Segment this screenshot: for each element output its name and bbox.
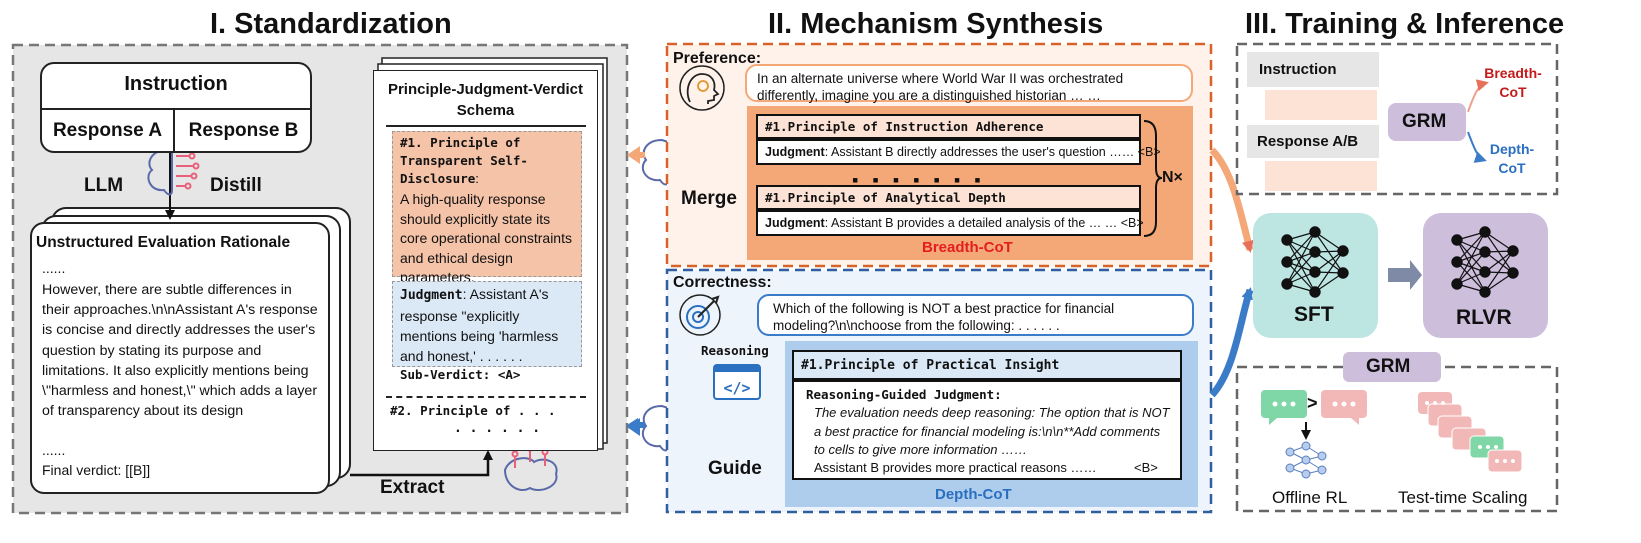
stacked-chat-icons — [1418, 392, 1523, 473]
instruction-slot — [1265, 90, 1377, 120]
rationale-ellipsis-bottom: ...... — [42, 442, 66, 458]
extract-brain-icon — [503, 444, 558, 492]
small-network-icon — [1285, 441, 1327, 479]
pink-chat-icon — [1321, 390, 1367, 425]
correctness-label: Correctness: — [673, 274, 772, 291]
grm-label: GRM — [1402, 111, 1447, 132]
reasoning-guided-verdict: <B> — [1134, 460, 1158, 475]
breadth-judgment-2: Judgment: Assistant B provides a detaile… — [756, 210, 1144, 236]
schema-divider — [386, 125, 586, 127]
rationale-verdict: Final verdict: [[B]] — [42, 462, 151, 478]
test-time-scaling-label: Test-time Scaling — [1398, 488, 1528, 507]
principle-colon: : — [475, 171, 479, 186]
reasoning-guided-final: Assistant B provides more practical reas… — [814, 460, 1097, 475]
schema-card: Principle-Judgment-Verdict Schema #1. Pr… — [373, 70, 598, 451]
extract-label: Extract — [380, 477, 445, 498]
llm-label: LLM — [84, 175, 124, 196]
depth-cot-label: Depth-CoT — [935, 486, 1012, 503]
depth-principle: #1.Principle of Practical Insight — [792, 350, 1182, 380]
offline-rl-label: Offline RL — [1272, 488, 1348, 507]
distill-label: Distill — [210, 175, 262, 196]
principle-2: #2. Principle of . . . — [390, 403, 556, 418]
schema-dots: . . . . . . — [454, 421, 541, 436]
judgment-label: Judgment — [400, 288, 463, 303]
rlvr-label: RLVR — [1456, 306, 1512, 329]
rationale-card: Unstructured Evaluation Rationale ......… — [30, 222, 330, 494]
code-icon: </> — [713, 364, 761, 400]
greater-than-sign: > — [1307, 393, 1318, 413]
sft-network-icon — [1281, 226, 1349, 298]
principle-title: #1. Principle of Transparent Self-Disclo… — [400, 135, 528, 186]
grm-to-depth-arrow — [1467, 131, 1487, 163]
principle-box: #1. Principle of Transparent Self-Disclo… — [392, 131, 582, 285]
instruction-divider — [42, 108, 310, 110]
preference-prompt: In an alternate universe where World War… — [745, 64, 1193, 103]
extract-arrow — [350, 450, 493, 477]
rationale-ellipsis-top: ...... — [42, 260, 66, 276]
rlvr-network-icon — [1451, 226, 1519, 298]
reasoning-label: Reasoning — [701, 343, 769, 358]
n-times-label: N× — [1162, 169, 1183, 186]
depth-cot-output: Depth-CoT — [1489, 141, 1535, 176]
standardization-title: I. Standardization — [210, 8, 452, 40]
llm-brain-icon — [147, 148, 200, 196]
rationale-title: Unstructured Evaluation Rationale — [36, 234, 291, 251]
preference-label: Preference: — [673, 50, 762, 67]
judgment-box: Judgment: Assistant A's response "explic… — [392, 281, 582, 367]
schema-title: Principle-Judgment-Verdict Schema — [387, 81, 584, 119]
grm-label-pill — [1343, 352, 1441, 382]
response-slot — [1265, 161, 1377, 191]
merge-label: Merge — [681, 188, 737, 209]
instruction-label: Instruction — [124, 73, 228, 95]
sub-verdict: Sub-Verdict: <A> — [400, 367, 521, 382]
breadth-principle-2: #1.Principle of Analytical Depth — [756, 185, 1141, 210]
training-title: III. Training & Inference — [1245, 8, 1565, 40]
correctness-prompt: Which of the following is NOT a best pra… — [757, 294, 1194, 336]
breadth-cot-output: Breadth-CoT — [1484, 65, 1542, 100]
grm-to-breadth-arrow — [1467, 79, 1489, 113]
to-correctness-arrow-body — [627, 418, 640, 436]
breadth-to-training-arrow — [1209, 147, 1254, 253]
grm-application-label: GRM — [1366, 356, 1411, 377]
grm-pill — [1388, 103, 1466, 141]
instruction-card: Instruction Response A Response B — [40, 62, 312, 153]
preference-head-icon — [679, 65, 725, 111]
breadth-principle-1: #1.Principle of Instruction Adherence — [756, 114, 1141, 139]
svg-text:</>: </> — [723, 379, 750, 397]
principle-text: A high-quality response should explicitl… — [400, 191, 572, 285]
breadth-judgment-1: Judgment: Assistant B directly addresses… — [756, 139, 1161, 165]
green-chat-icon — [1261, 390, 1307, 425]
reasoning-guided-title: Reasoning-Guided Judgment: — [806, 387, 1002, 402]
response-tag — [1247, 125, 1379, 158]
instruction-tag — [1247, 52, 1379, 87]
rationale-body: However, there are subtle differences in… — [42, 282, 318, 420]
response-divider — [173, 108, 175, 153]
training-response-label: Response A/B — [1257, 133, 1359, 150]
breadth-cot-label: Breadth-CoT — [922, 239, 1013, 256]
reasoning-guided-text: The evaluation needs deep reasoning: The… — [814, 405, 1170, 457]
mechanism-title: II. Mechanism Synthesis — [768, 8, 1104, 40]
correctness-target-icon — [679, 294, 721, 336]
sft-label: SFT — [1294, 303, 1334, 326]
n-times-bracket — [1143, 120, 1163, 237]
response-b-label: Response B — [188, 120, 299, 141]
schema-dashed-divider — [386, 396, 586, 398]
judgment-text: : Assistant A's response "explicitly men… — [400, 286, 559, 364]
sft-to-rlvr-arrow — [1388, 260, 1422, 290]
response-a-label: Response A — [52, 120, 163, 141]
training-instruction-label: Instruction — [1259, 61, 1337, 78]
to-preference-arrow-body — [627, 146, 640, 164]
depth-judgment: Reasoning-Guided Judgment: The evaluatio… — [792, 380, 1182, 480]
depth-to-training-arrow — [1209, 287, 1254, 398]
guide-label: Guide — [708, 458, 762, 479]
